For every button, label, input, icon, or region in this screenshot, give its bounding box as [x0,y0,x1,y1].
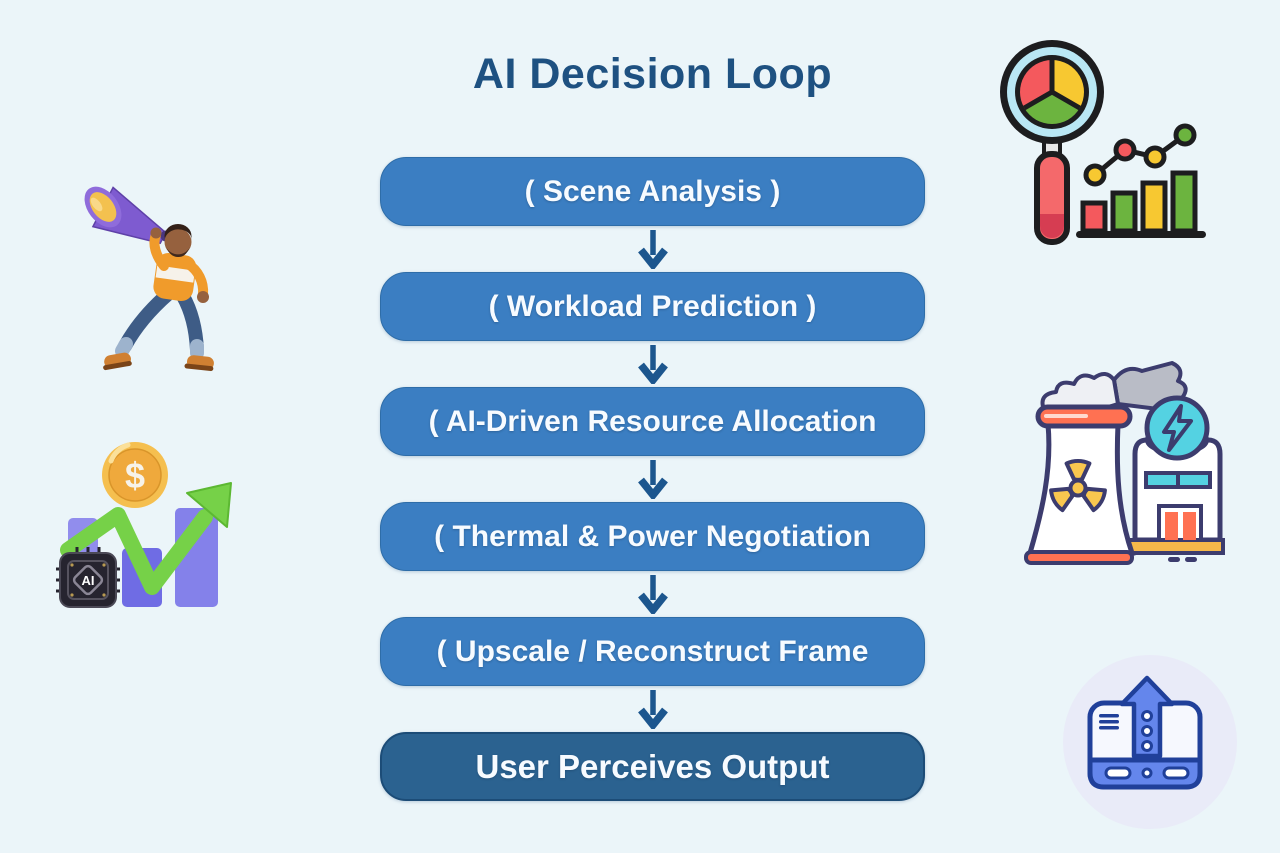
down-arrow-icon [637,690,668,729]
flow-step-workload-prediction: ( Workload Prediction ) [380,272,925,341]
flow-step-resource-allocation: ( AI-Driven Resource Allocation [380,387,925,456]
chip-label: AI [82,573,95,588]
line-chart-icon [1083,123,1197,187]
bar-chart-icon [1076,170,1206,238]
dollar-coin-icon: $ [102,442,168,508]
page-title: AI Decision Loop [472,50,833,98]
megaphone-man-icon [84,186,214,372]
down-arrow-icon [637,575,668,614]
flow-column: ( Scene Analysis ) ( Workload Prediction… [380,157,925,801]
flow-step-upscale-reconstruct: ( Upscale / Reconstruct Frame [380,617,925,686]
flow-gap [380,341,925,387]
flow-gap [380,686,925,732]
upload-device-icon [1063,655,1237,829]
trend-arrow-icon [60,482,232,595]
flow-gap [380,571,925,617]
growth-chart-icon: AI $ [56,442,232,608]
magnifier-analytics-illustration [992,36,1212,246]
pie-chart-magnifier-icon [1000,40,1104,245]
lightning-icon [1144,395,1210,461]
ai-chip-icon: AI [56,547,120,608]
flow-gap [380,226,925,272]
down-arrow-icon [637,230,668,269]
power-plant-illustration [1022,360,1227,565]
down-arrow-icon [637,460,668,499]
coin-symbol: $ [125,455,145,496]
flow-step-user-output: User Perceives Output [380,732,925,801]
cooling-tower-icon [1024,404,1136,565]
flow-step-thermal-power: ( Thermal & Power Negotiation [380,502,925,571]
upload-device-illustration [1040,628,1260,848]
flow-gap [380,456,925,502]
flow-step-scene-analysis: ( Scene Analysis ) [380,157,925,226]
magnifier-analytics-icon [1000,40,1206,245]
radiation-icon [1046,458,1110,514]
upload-arrow-icon [1119,675,1175,759]
megaphone-man-illustration [80,178,262,388]
down-arrow-icon [637,345,668,384]
growth-chart-illustration: AI $ [55,433,265,615]
power-plant-icon [1024,361,1225,565]
